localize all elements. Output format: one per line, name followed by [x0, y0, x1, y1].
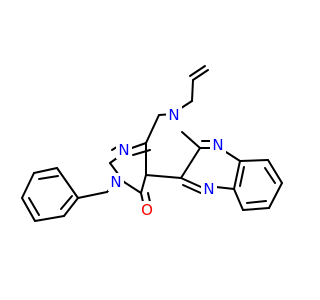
bond	[140, 192, 144, 203]
bond	[267, 159, 283, 184]
nitrogen-n-allyl: N	[166, 106, 182, 124]
atom-symbol: N	[212, 136, 223, 154]
bond	[123, 181, 142, 194]
nitrogen-pyrimidine-top: N	[116, 141, 132, 159]
bond	[34, 215, 65, 222]
bond	[189, 65, 206, 77]
bond	[268, 182, 283, 209]
molecule-structure: N N N N N O	[21, 65, 283, 222]
bond	[60, 195, 73, 210]
nitrogen-pyrazine-bottom: N	[201, 180, 217, 198]
bonds	[21, 65, 283, 222]
atom-symbol: O	[141, 201, 153, 219]
atom-symbol: N	[168, 106, 179, 124]
bond	[140, 174, 147, 194]
atom-labels: N N N N N O	[108, 106, 226, 219]
bond	[21, 197, 36, 222]
bond	[182, 184, 204, 195]
bond	[264, 167, 276, 184]
bond	[239, 159, 269, 162]
bond	[147, 192, 151, 203]
bond	[180, 147, 201, 179]
oxygen-carbonyl: O	[139, 201, 155, 219]
bond	[239, 166, 245, 187]
bond	[215, 186, 235, 190]
bond	[28, 197, 40, 216]
nitrogen-benzyl: N	[108, 173, 124, 191]
bond	[38, 175, 59, 180]
bond	[192, 69, 209, 81]
bond	[233, 188, 244, 211]
atom-symbol: N	[118, 141, 129, 159]
bond	[77, 191, 108, 199]
bond	[56, 167, 79, 199]
bond	[233, 160, 241, 190]
bond	[225, 151, 241, 162]
bond	[191, 79, 194, 102]
bond	[145, 174, 182, 179]
atom-symbol: N	[203, 180, 214, 198]
bond	[145, 114, 160, 144]
bond	[33, 167, 58, 174]
atom-symbol: N	[110, 173, 121, 191]
nitrogen-pyrazine-top: N	[210, 136, 226, 154]
bond	[132, 149, 151, 156]
bond	[180, 177, 202, 188]
bond	[63, 197, 79, 217]
bond	[246, 200, 267, 204]
bond	[242, 207, 270, 211]
bond	[21, 172, 35, 199]
bond	[181, 131, 201, 149]
